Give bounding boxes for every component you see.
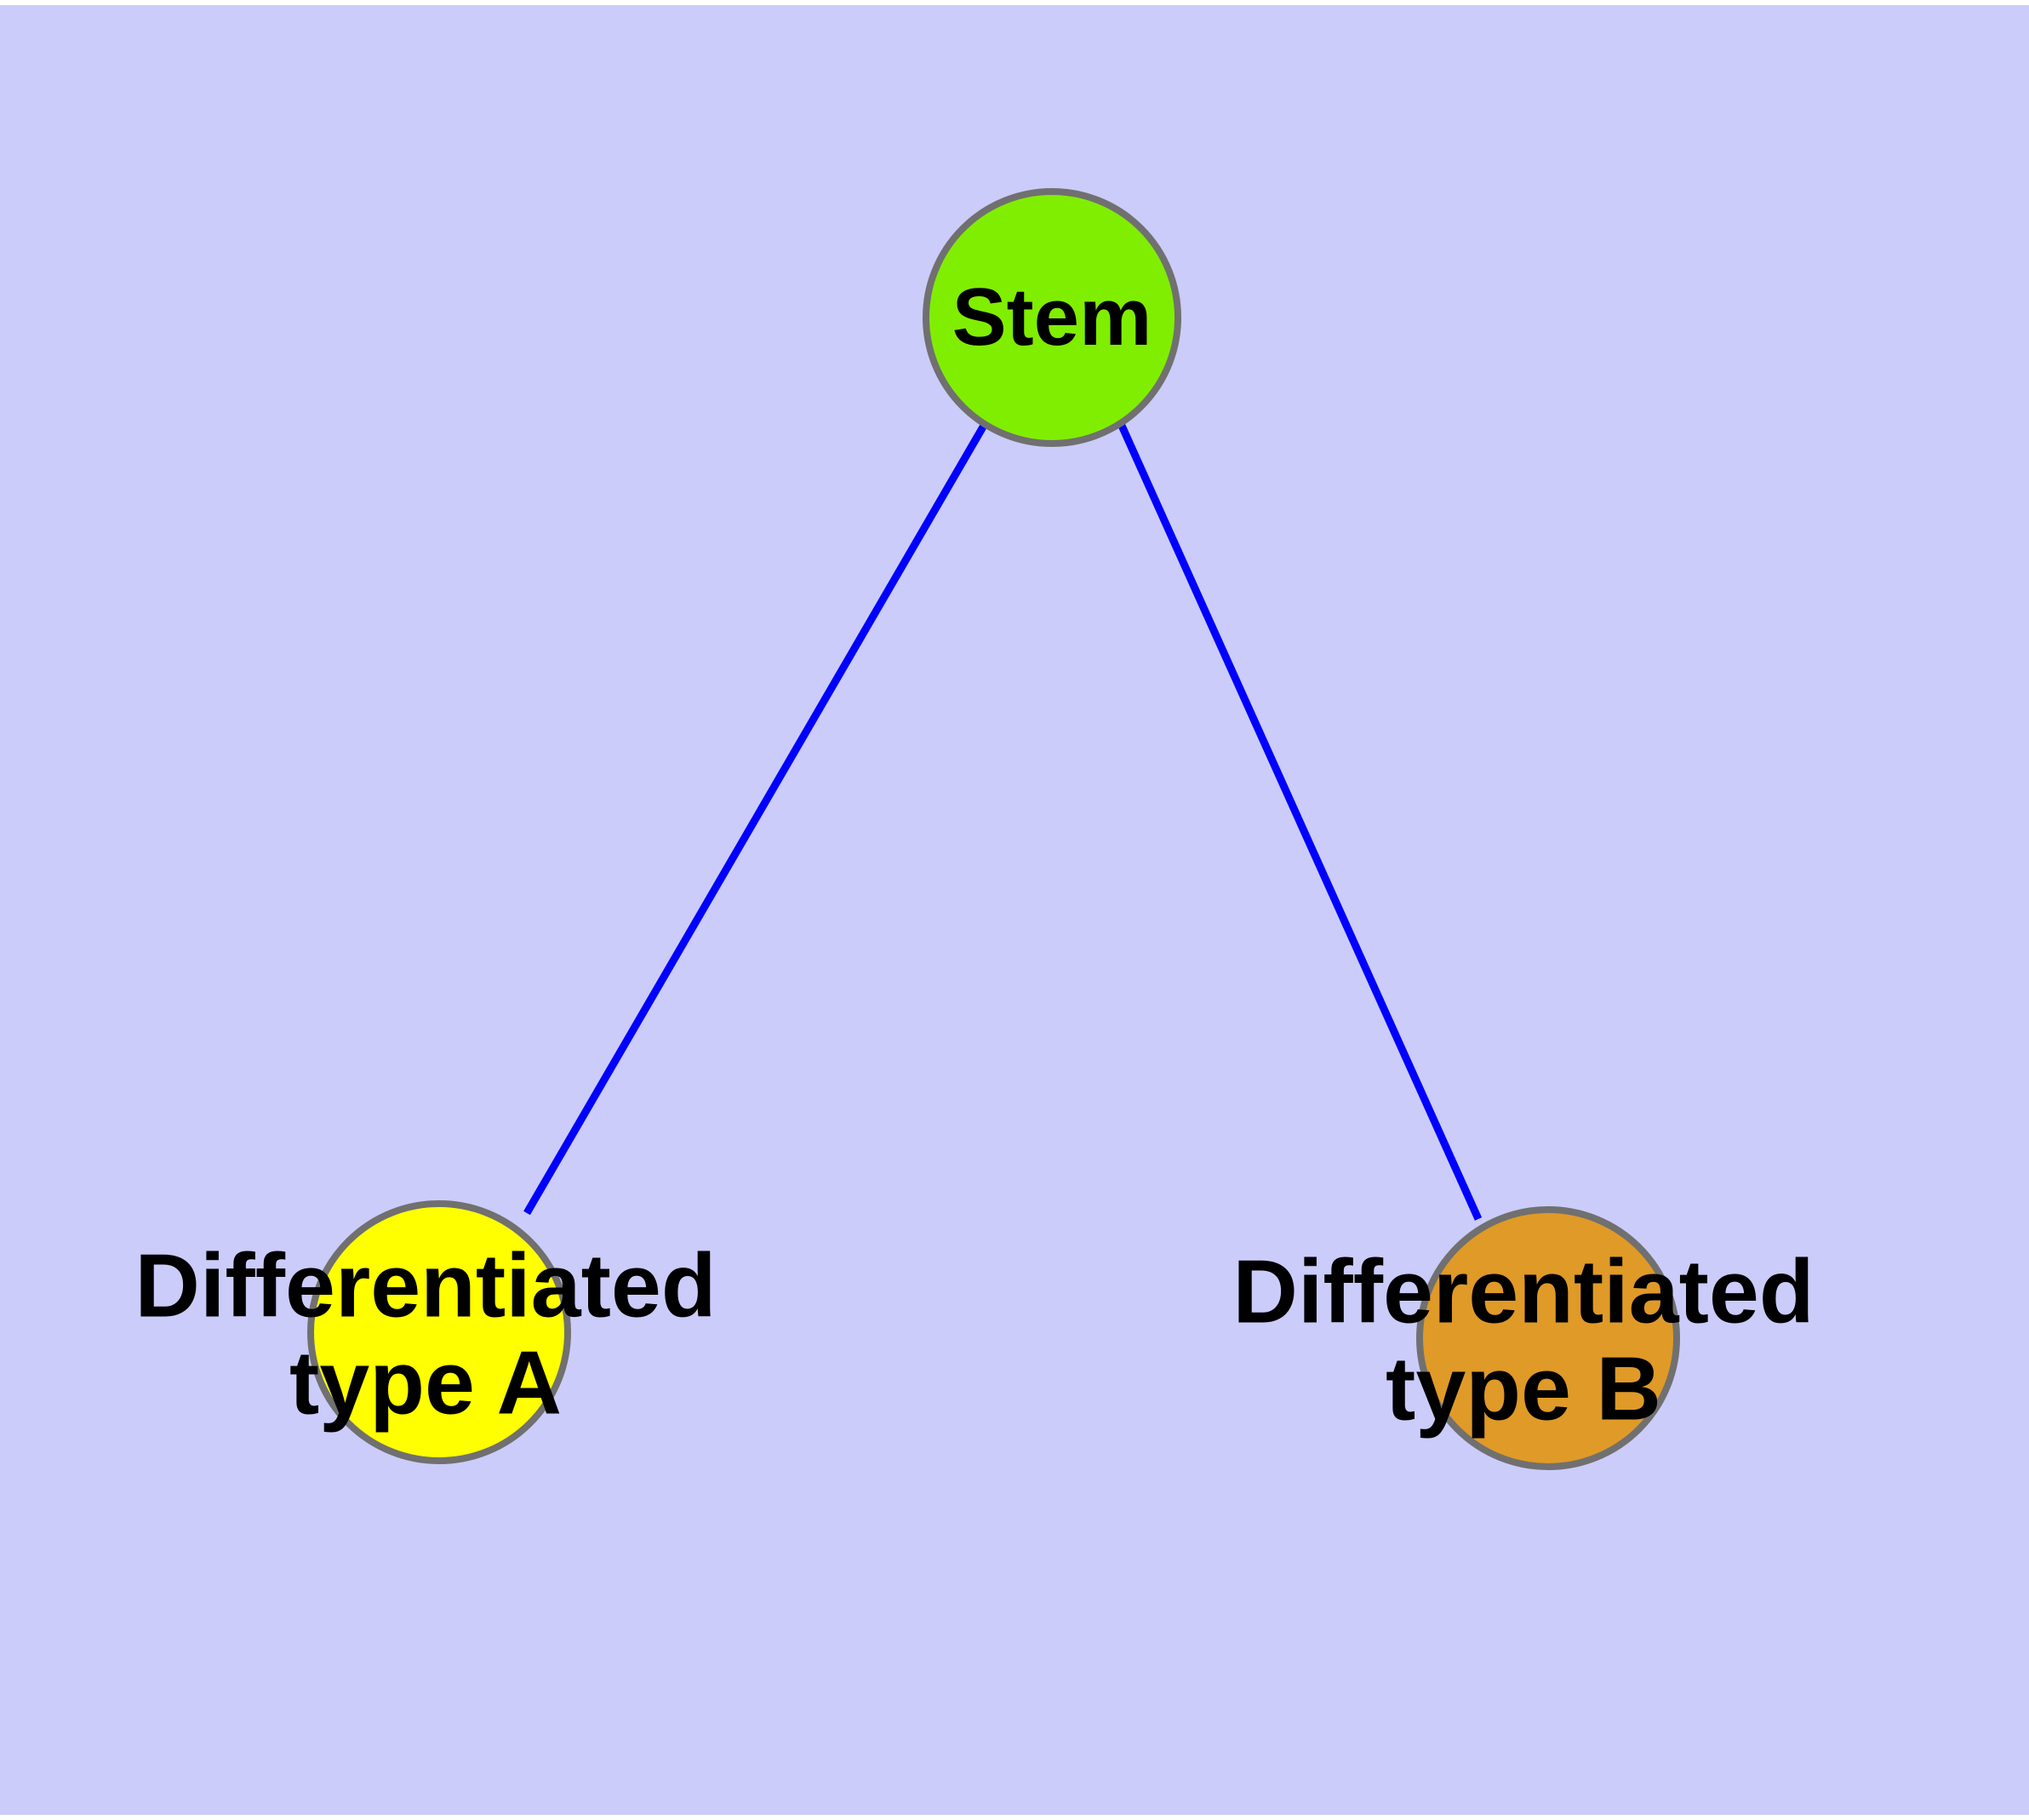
node-differentiated-type-a[interactable] xyxy=(307,1200,571,1464)
edge-stem-to-type-b[interactable] xyxy=(1117,424,1483,1221)
bottom-edge-strip xyxy=(0,1815,2029,1820)
edge-layer xyxy=(523,421,1483,1221)
node-stem[interactable] xyxy=(923,188,1181,447)
top-edge-strip xyxy=(0,0,2029,5)
node-layer xyxy=(307,188,1680,1470)
node-differentiated-type-b[interactable] xyxy=(1416,1206,1680,1470)
edge-stem-to-type-a[interactable] xyxy=(523,421,988,1216)
